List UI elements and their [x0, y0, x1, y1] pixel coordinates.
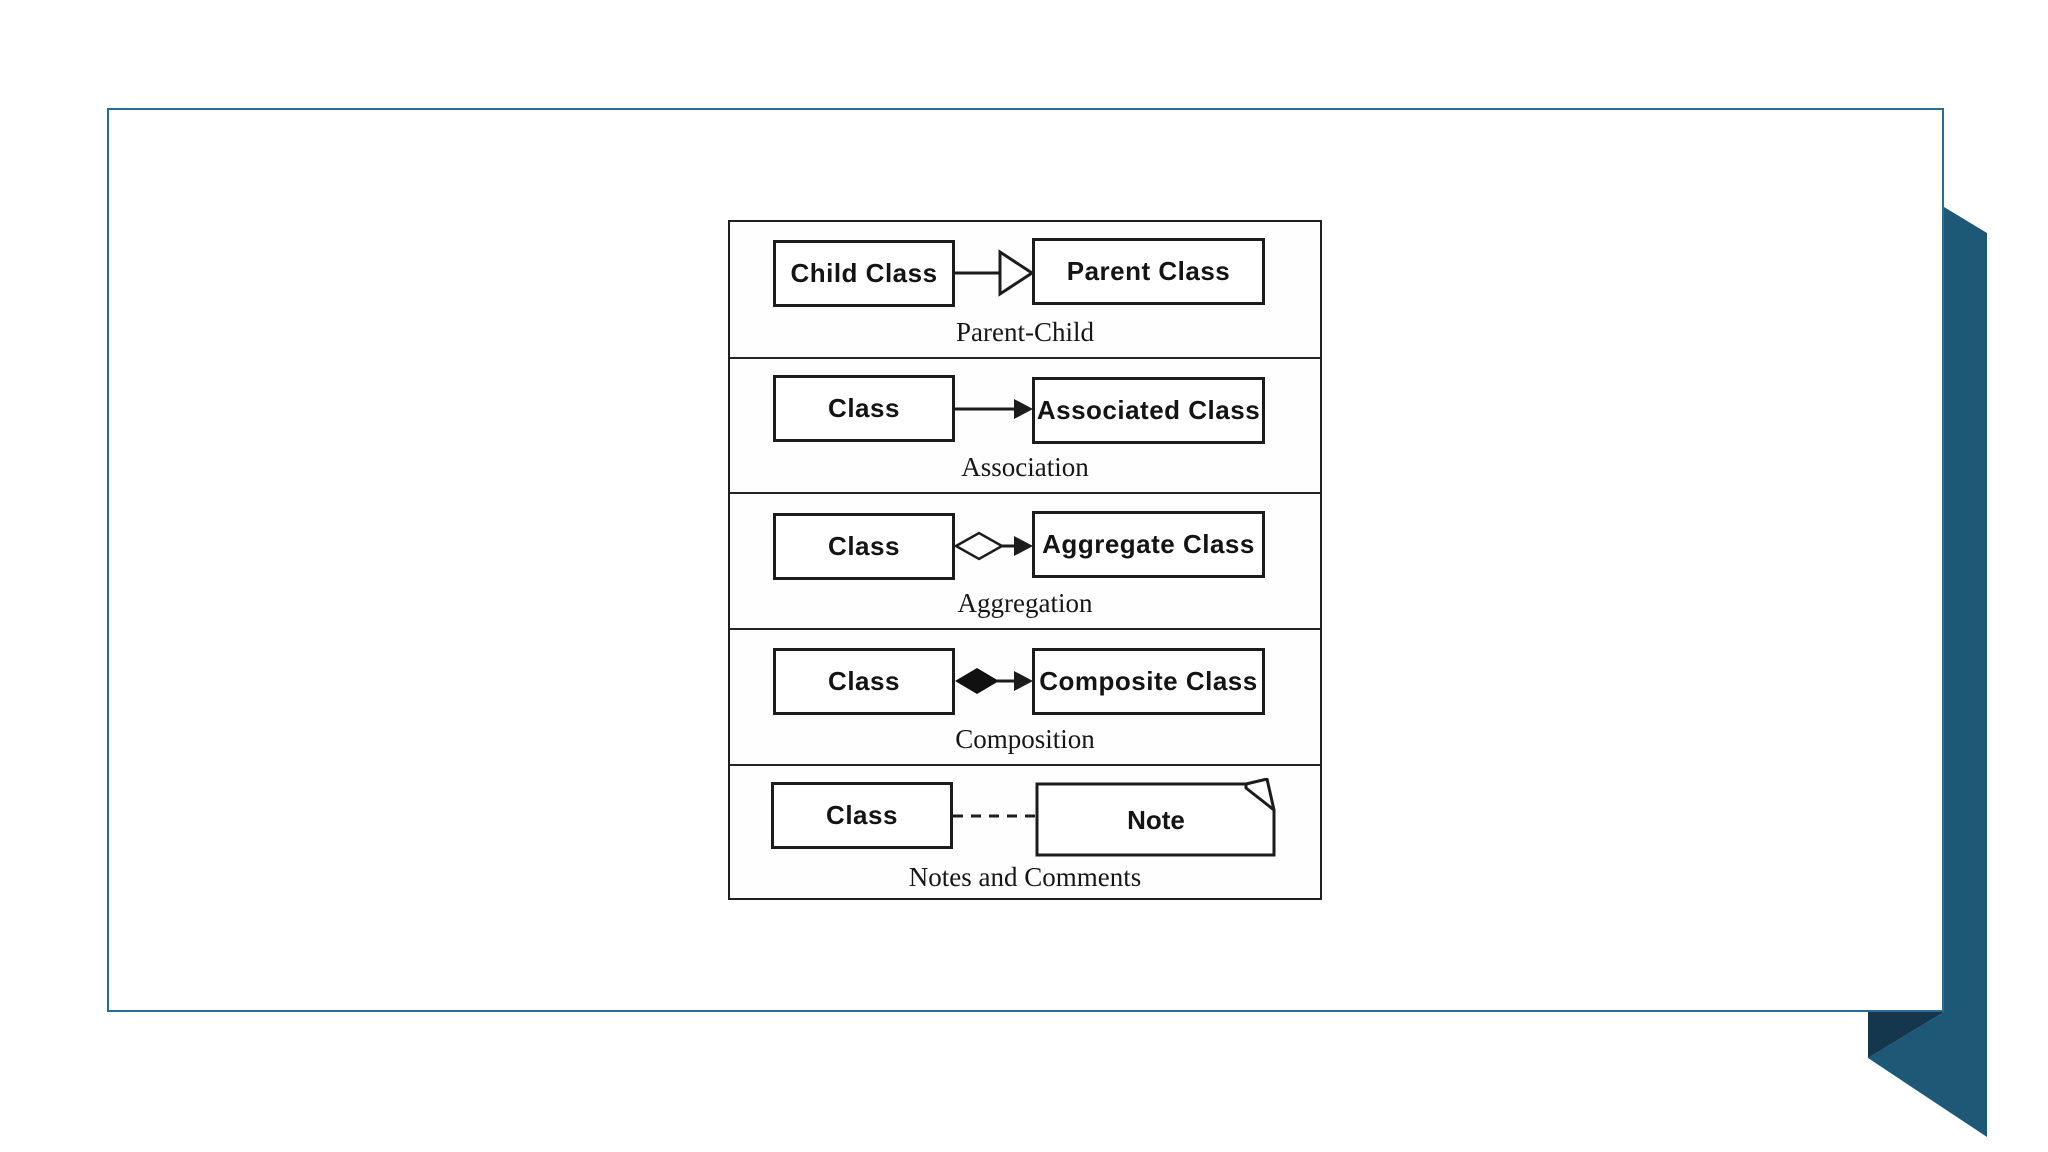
row-divider [730, 492, 1320, 494]
row-divider [730, 357, 1320, 359]
class-box-label: Aggregate Class [1042, 529, 1255, 559]
class-box-label: Parent Class [1066, 256, 1231, 286]
class-box-parent: Parent Class [1032, 238, 1265, 305]
row-divider [730, 764, 1320, 766]
ribbon-fold [1868, 1012, 1944, 1058]
composition-connector [955, 668, 1033, 694]
class-box: Class [773, 513, 955, 580]
row-caption: Composition [955, 724, 1095, 754]
class-box-composite: Composite Class [1032, 648, 1265, 715]
row-caption: Association [961, 452, 1089, 482]
row-caption: Parent-Child [956, 317, 1094, 347]
row-caption: Aggregation [957, 588, 1093, 618]
class-box-label: Composite Class [1039, 666, 1258, 696]
class-box-label: Associated Class [1036, 395, 1261, 425]
class-box-associated: Associated Class [1032, 377, 1265, 444]
association-connector [955, 399, 1033, 419]
note-label: Note [1127, 805, 1185, 835]
note-shape: Note [1035, 778, 1276, 857]
class-box-child: Child Class [773, 240, 955, 307]
class-box-label: Class [828, 666, 900, 696]
ribbon-band [1868, 207, 1987, 1137]
row-divider [730, 628, 1320, 630]
class-box: Class [771, 782, 953, 849]
note-body [1035, 782, 1276, 857]
class-box-aggregate: Aggregate Class [1032, 511, 1265, 578]
note-link-connector [953, 814, 1037, 818]
class-box-label: Class [828, 393, 900, 423]
uml-notation-legend: Child Class Parent Class Parent-Child Cl… [728, 220, 1322, 900]
inheritance-connector [955, 249, 1034, 297]
filled-arrowhead-icon [1014, 536, 1033, 556]
open-diamond-icon [955, 531, 1005, 561]
note-folded-corner-icon [1244, 778, 1276, 812]
aggregation-connector [955, 531, 1033, 561]
row-caption: Notes and Comments [908, 862, 1142, 892]
class-box-label: Class [826, 800, 898, 830]
open-triangle-arrowhead-icon [998, 249, 1034, 297]
class-box-label: Child Class [790, 258, 938, 288]
filled-diamond-icon [955, 668, 999, 694]
filled-arrowhead-icon [1014, 671, 1033, 691]
class-box: Class [773, 375, 955, 442]
filled-arrowhead-icon [1014, 399, 1033, 419]
class-box: Class [773, 648, 955, 715]
class-box-label: Class [828, 531, 900, 561]
